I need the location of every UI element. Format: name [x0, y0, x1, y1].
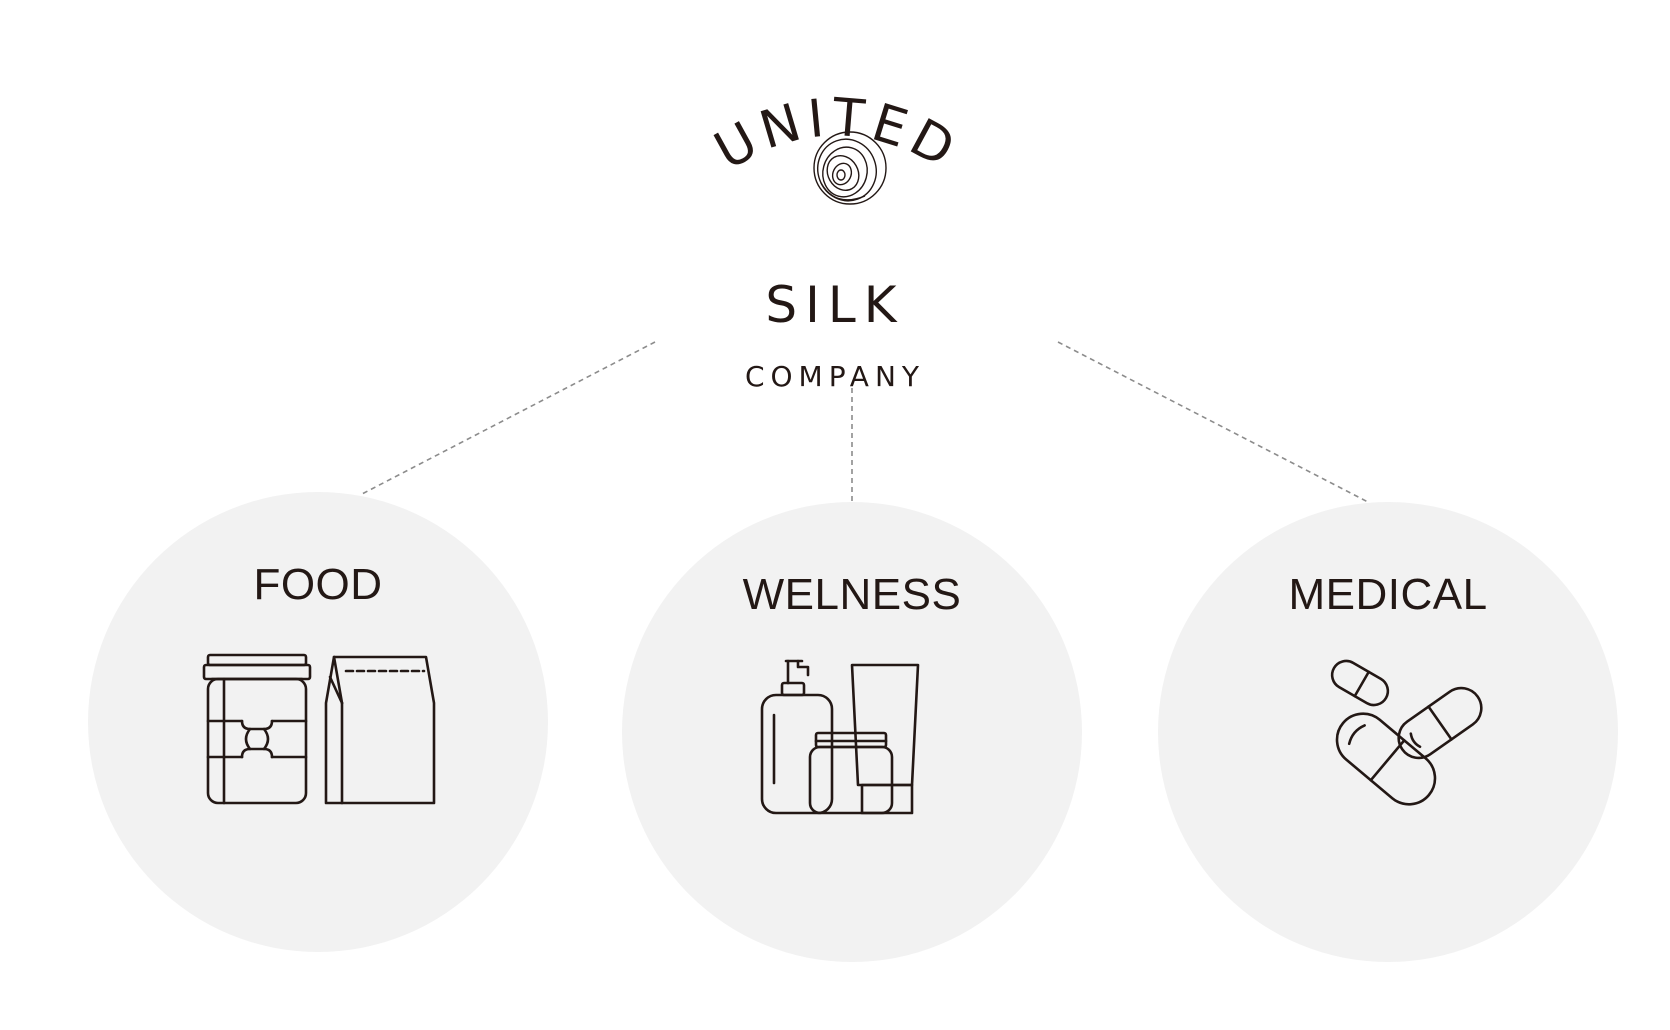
- food-packaging-icon: [198, 647, 438, 807]
- logo-mark: UNITED: [705, 88, 963, 205]
- logo-word-company: COMPANY: [744, 360, 926, 393]
- capsule-pills-icon: [1268, 657, 1508, 817]
- silk-cocoon-icon: [813, 131, 887, 205]
- logo-word-silk: SILK: [765, 276, 905, 334]
- category-wellness: WELNESS: [622, 502, 1082, 962]
- category-medical-label: MEDICAL: [1288, 570, 1488, 619]
- category-food-label: FOOD: [253, 560, 383, 609]
- cosmetic-bottles-icon: [732, 657, 972, 817]
- connector-medical: [1057, 341, 1369, 503]
- united-silk-company-logo: UNITED SILK COMPANY: [635, 58, 1035, 393]
- category-food: FOOD: [88, 492, 548, 952]
- category-wellness-label: WELNESS: [742, 570, 962, 619]
- category-medical: MEDICAL: [1158, 502, 1618, 962]
- connector-food: [361, 341, 656, 495]
